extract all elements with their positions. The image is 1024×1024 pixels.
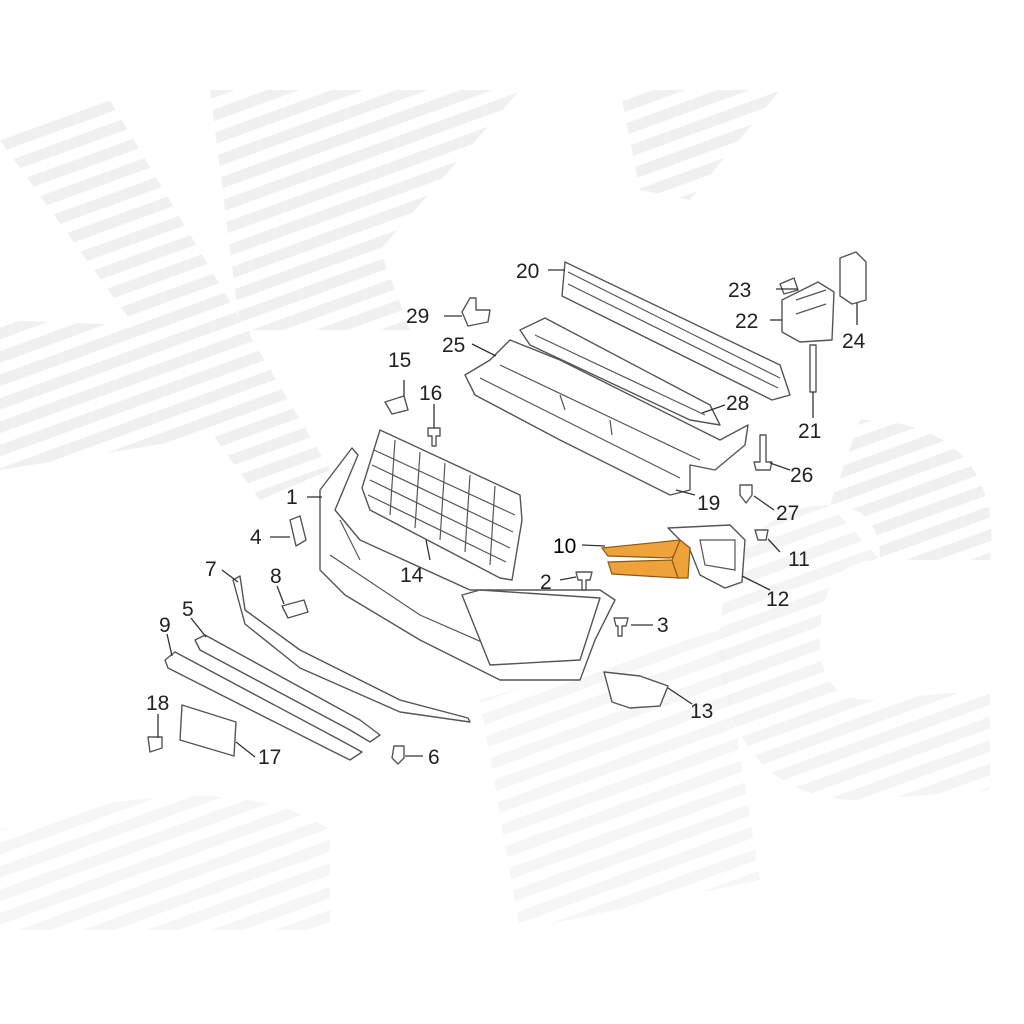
part-6-screw xyxy=(391,745,405,765)
part-26-bolt xyxy=(753,434,773,471)
callout-22: 22 xyxy=(735,310,758,333)
part-3-screw xyxy=(613,617,629,637)
callout-11: 11 xyxy=(788,548,810,571)
callout-10: 10 xyxy=(553,535,576,558)
callout-labels: 1 2 3 4 5 6 7 8 9 10 11 12 13 14 15 16 1… xyxy=(146,260,866,769)
callout-18: 18 xyxy=(146,692,169,715)
callout-15: 15 xyxy=(388,349,411,372)
part-9-trim-strip xyxy=(164,651,363,761)
part-5-trim-strip xyxy=(194,634,381,743)
callout-28: 28 xyxy=(726,392,749,415)
callout-24: 24 xyxy=(842,330,866,353)
callout-7: 7 xyxy=(205,558,217,581)
callout-1: 1 xyxy=(286,486,298,509)
callout-6: 6 xyxy=(428,746,440,769)
part-21-bolt xyxy=(809,344,817,393)
callout-5: 5 xyxy=(182,598,194,621)
part-17-license-plate-bracket xyxy=(179,704,237,757)
callout-29: 29 xyxy=(406,305,429,328)
callout-19: 19 xyxy=(697,492,720,515)
part-4-bracket xyxy=(289,515,307,547)
part-19-bumper-carrier xyxy=(464,339,749,496)
part-16-screw xyxy=(427,427,441,447)
callout-12: 12 xyxy=(766,588,789,611)
part-11-screw xyxy=(754,529,769,541)
part-2-screw xyxy=(575,571,593,591)
callout-2: 2 xyxy=(540,571,552,594)
callout-9: 9 xyxy=(159,614,171,637)
lower-grille-insert xyxy=(461,589,601,666)
callout-16: 16 xyxy=(419,382,442,405)
part-20-reinforcement-beam xyxy=(561,261,791,401)
callout-8: 8 xyxy=(270,565,282,588)
callout-13: 13 xyxy=(690,700,713,723)
part-28-upper-carrier xyxy=(519,317,721,426)
part-12-fog-lamp-frame xyxy=(667,524,746,589)
callout-3: 3 xyxy=(657,614,669,637)
callout-23: 23 xyxy=(728,279,751,302)
callout-26: 26 xyxy=(790,464,813,487)
part-27-screw xyxy=(739,484,753,504)
leader-lines xyxy=(157,269,858,758)
part-29-bracket xyxy=(461,297,491,327)
callout-21: 21 xyxy=(798,420,821,443)
part-7-lower-trim xyxy=(232,575,471,723)
callout-14: 14 xyxy=(400,564,424,587)
part-8-bracket xyxy=(281,599,309,619)
part-10-air-duct xyxy=(600,539,692,579)
callout-25: 25 xyxy=(442,334,465,357)
part-22-mount-bracket xyxy=(781,281,835,343)
part-23-bolt xyxy=(779,277,799,295)
callout-4: 4 xyxy=(250,526,262,549)
part-14-grille xyxy=(361,429,523,581)
part-15-clip xyxy=(384,395,409,415)
part-24-bracket xyxy=(839,251,867,305)
callout-17: 17 xyxy=(258,746,281,769)
part-13-fog-trim xyxy=(603,671,669,709)
callout-27: 27 xyxy=(776,502,799,525)
watermark xyxy=(0,90,992,930)
callout-20: 20 xyxy=(516,260,539,283)
part-18-screw xyxy=(147,736,163,753)
